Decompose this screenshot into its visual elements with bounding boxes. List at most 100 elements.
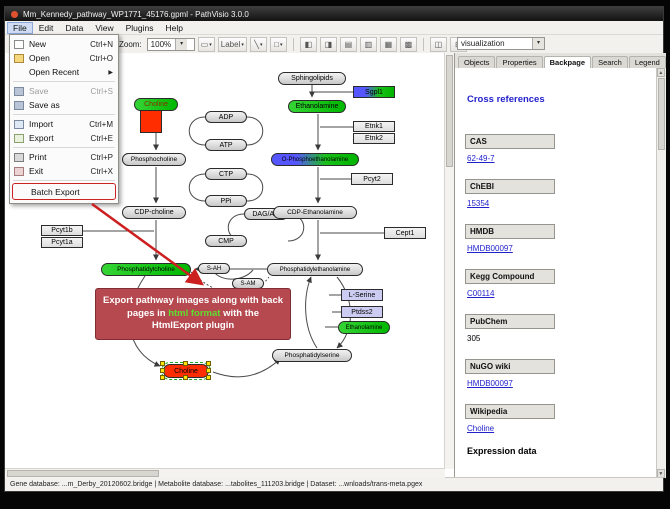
pathway-node-cept1[interactable]: Cept1 <box>384 227 426 239</box>
pathway-node-ethanolamine[interactable]: Ethanolamine <box>338 321 390 334</box>
selection-handle[interactable] <box>183 361 188 366</box>
pathway-node-phosphocholine[interactable]: Phosphocholine <box>122 153 186 166</box>
pathway-node-ppi[interactable]: PPi <box>205 195 247 207</box>
label-tool-button[interactable]: Label▾ <box>217 37 247 52</box>
pathway-node-ethanolamine[interactable]: Ethanolamine <box>288 100 346 113</box>
shape-tool-button[interactable]: □▾ <box>269 37 287 52</box>
panel-scrollbar[interactable]: ▲ ▼ <box>655 68 666 478</box>
tab-backpage[interactable]: Backpage <box>543 56 592 69</box>
line-tool-button[interactable]: ╲▾ <box>249 37 267 52</box>
menu-data[interactable]: Data <box>65 22 84 33</box>
pathway-node-phosphatidylethanolamine[interactable]: Phosphatidylethanolamine <box>267 263 363 276</box>
visualization-combobox[interactable]: visualization ▾ <box>457 37 545 50</box>
visualization-dropdown-icon[interactable]: ▾ <box>532 38 544 49</box>
xref-header: NuGO wiki <box>465 359 555 374</box>
scroll-up-icon[interactable]: ▲ <box>656 68 665 77</box>
tab-properties[interactable]: Properties <box>496 56 543 69</box>
canvas-vertical-scrollbar[interactable] <box>444 53 454 469</box>
distribute-horizontal-button[interactable]: ▦ <box>379 37 397 52</box>
pathway-node-sgpl1[interactable]: Sgpl1 <box>353 86 395 98</box>
canvas-horizontal-scrollbar[interactable] <box>5 468 445 478</box>
pathway-node-phosphatidylserine[interactable]: Phosphatidylserine <box>272 349 352 362</box>
menu-file[interactable]: File <box>7 21 33 34</box>
distribute-vertical-button[interactable]: ▩ <box>399 37 417 52</box>
selection-handle[interactable] <box>206 368 211 373</box>
xref-link[interactable]: HMDB00097 <box>467 244 513 253</box>
dropdown-arrow-icon[interactable]: ▾ <box>260 41 263 48</box>
selection-handle[interactable] <box>206 375 211 380</box>
pathway-node-expression-box[interactable] <box>140 110 162 133</box>
pathway-node-etnk2[interactable]: Etnk2 <box>353 133 395 144</box>
xref-link[interactable]: 15354 <box>467 199 490 208</box>
align-left-button[interactable]: ◧ <box>299 37 317 52</box>
dropdown-arrow-icon[interactable]: ▾ <box>209 41 212 48</box>
xref-link[interactable]: Choline <box>467 424 495 433</box>
align-right-button[interactable]: ◨ <box>319 37 337 52</box>
tab-search[interactable]: Search <box>592 56 628 69</box>
line-tool-button-icon: ╲ <box>254 40 259 49</box>
pathway-node-o-phosphoethanolamine[interactable]: O-Phosphoethanolamine <box>271 153 359 166</box>
datanode-tool-button[interactable]: ▭▾ <box>197 37 215 52</box>
pathway-node-l-serine[interactable]: L-Serine <box>341 289 383 301</box>
pathway-node-pcyt1b[interactable]: Pcyt1b <box>41 225 83 236</box>
pathway-node-pcyt1a[interactable]: Pcyt1a <box>41 237 83 248</box>
pathway-node-ptdss2[interactable]: Ptdss2 <box>341 306 383 318</box>
menu-shortcut: Ctrl+P <box>90 152 113 162</box>
dropdown-arrow-icon[interactable]: ▾ <box>241 41 244 48</box>
xref-header: PubChem <box>465 314 555 329</box>
pathway-node-pcyt2[interactable]: Pcyt2 <box>351 173 393 185</box>
xref-link[interactable]: HMDB00097 <box>467 379 513 388</box>
menu-item-batch-export[interactable]: Batch Export <box>12 183 116 200</box>
menu-item-label: Open <box>29 53 50 63</box>
menu-view[interactable]: View <box>95 22 114 33</box>
align-top-button[interactable]: ▤ <box>339 37 357 52</box>
menu-item-open-recent[interactable]: Open Recent▶ <box>10 65 118 79</box>
title-bar: Mm_Kennedy_pathway_WP1771_45176.gpml - P… <box>5 7 663 21</box>
pathway-node-atp[interactable]: ATP <box>205 139 247 151</box>
pathway-node-cmp[interactable]: CMP <box>205 235 247 247</box>
export-icon <box>14 133 24 143</box>
pathway-node-etnk1[interactable]: Etnk1 <box>353 121 395 132</box>
selection-handle[interactable] <box>183 375 188 380</box>
pathway-node-adp[interactable]: ADP <box>205 111 247 123</box>
align-bottom-button[interactable]: ▥ <box>359 37 377 52</box>
menu-shortcut: Ctrl+S <box>90 86 113 96</box>
zoom-dropdown-icon[interactable]: ▾ <box>175 39 188 50</box>
pathway-node-s-ah[interactable]: S-AH <box>198 263 230 274</box>
menu-edit[interactable]: Edit <box>38 22 54 33</box>
menu-shortcut: Ctrl+M <box>89 119 113 129</box>
zoom-combobox[interactable]: 100% ▾ <box>146 38 195 51</box>
pathway-node-ctp[interactable]: CTP <box>205 168 247 180</box>
window-dot-icon <box>11 10 18 18</box>
common-width-button[interactable]: ◫ <box>429 37 447 52</box>
menu-help[interactable]: Help <box>165 22 183 33</box>
tab-legend[interactable]: Legend <box>628 56 666 69</box>
tab-objects[interactable]: Objects <box>458 56 496 69</box>
selection-handle[interactable] <box>160 368 165 373</box>
pathway-node-sphingolipids[interactable]: Sphingolipids <box>278 72 346 85</box>
selection-handle[interactable] <box>160 361 165 366</box>
pathway-node-cdp-ethanolamine[interactable]: CDP-Ethanolamine <box>273 206 357 219</box>
xref-header: Wikipedia <box>465 404 555 419</box>
pathway-node-cdp-choline[interactable]: CDP-choline <box>122 206 186 219</box>
menu-plugins[interactable]: Plugins <box>125 22 154 33</box>
menu-item-save-as[interactable]: Save as <box>10 98 118 112</box>
dropdown-arrow-icon[interactable]: ▾ <box>280 41 283 48</box>
menu-separator <box>13 147 115 148</box>
pathway-node-phosphatidylcholine[interactable]: Phosphatidylcholine <box>101 263 191 276</box>
selection-handle[interactable] <box>206 361 211 366</box>
selection-handle[interactable] <box>160 375 165 380</box>
xref-link[interactable]: C00114 <box>467 289 495 298</box>
xref-link[interactable]: 62-49-7 <box>467 154 495 163</box>
